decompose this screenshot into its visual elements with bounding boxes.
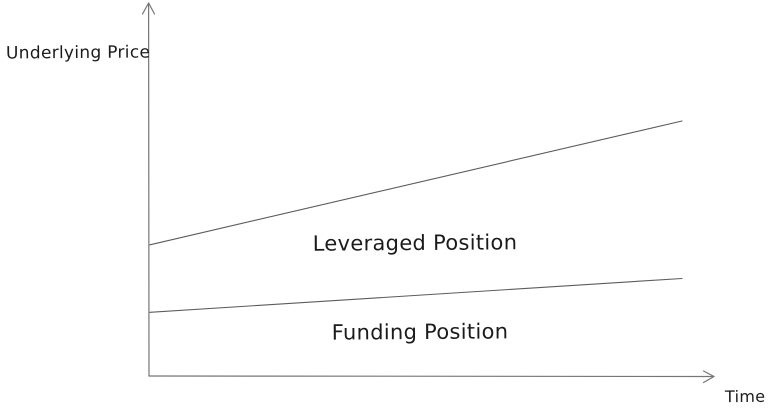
y-axis-label: Underlying Price [5, 42, 151, 64]
leveraged-position-line [149, 120, 683, 246]
funding-position-line [149, 277, 683, 313]
leveraged-position-label: Leveraged Position [312, 230, 518, 256]
x-axis-line [148, 375, 715, 378]
x-axis-arrowhead-icon [702, 370, 715, 384]
y-axis-arrowhead-icon [141, 2, 156, 15]
x-axis-label: Time [724, 386, 766, 407]
funding-position-label: Funding Position [331, 319, 509, 345]
